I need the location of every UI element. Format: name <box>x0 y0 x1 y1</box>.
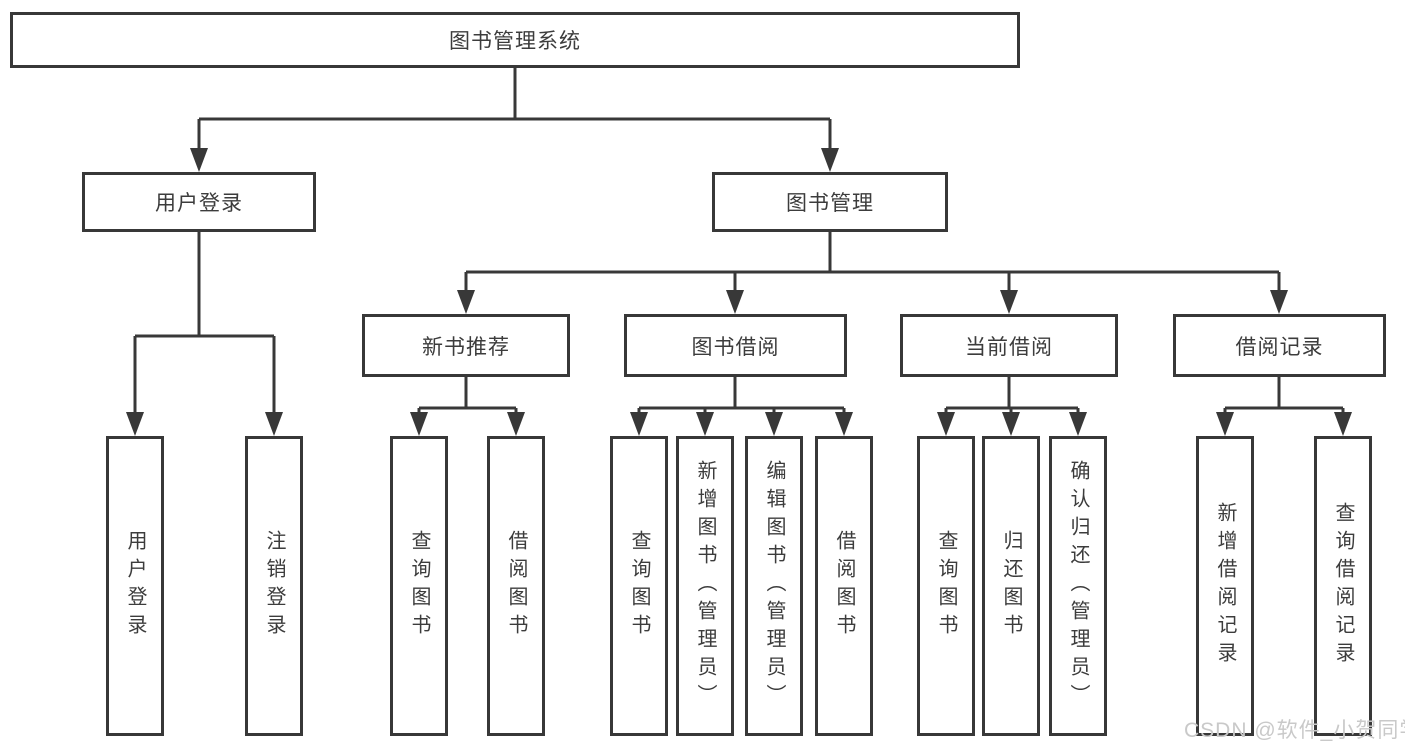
node-label: 借阅记录 <box>1235 335 1324 359</box>
leaf-user-login: 用户登录 <box>106 436 164 736</box>
leaf-query-books-borrow: 查询图书 <box>610 436 668 736</box>
leaf-label: 新增借阅记录 <box>1214 502 1236 670</box>
leaf-query-books-recommend: 查询图书 <box>390 436 448 736</box>
leaf-label: 借阅图书 <box>833 530 855 642</box>
node-book-borrow: 图书借阅 <box>624 314 847 377</box>
leaf-confirm-return-admin: 确认归还（管理员） <box>1049 436 1107 736</box>
leaf-label: 注销登录 <box>263 530 285 642</box>
node-book-management: 图书管理 <box>712 172 948 232</box>
leaf-label: 查询借阅记录 <box>1332 502 1354 670</box>
node-user-login: 用户登录 <box>82 172 316 232</box>
leaf-add-books-admin: 新增图书（管理员） <box>676 436 734 736</box>
node-borrow-records: 借阅记录 <box>1173 314 1386 377</box>
node-label: 用户登录 <box>155 192 243 215</box>
leaf-label: 编辑图书（管理员） <box>763 460 785 712</box>
leaf-label: 查询图书 <box>408 530 430 642</box>
leaf-label: 确认归还（管理员） <box>1067 460 1089 712</box>
leaf-label: 用户登录 <box>124 530 146 642</box>
node-label: 新书推荐 <box>422 335 510 359</box>
node-library-management-system: 图书管理系统 <box>10 12 1020 68</box>
leaf-borrow-books-recommend: 借阅图书 <box>487 436 545 736</box>
leaf-edit-books-admin: 编辑图书（管理员） <box>745 436 803 736</box>
leaf-query-borrow-record: 查询借阅记录 <box>1314 436 1372 736</box>
leaf-add-borrow-record: 新增借阅记录 <box>1196 436 1254 736</box>
node-label: 当前借阅 <box>965 335 1053 359</box>
leaf-label: 新增图书（管理员） <box>694 460 716 712</box>
leaf-logout: 注销登录 <box>245 436 303 736</box>
leaf-borrow-books: 借阅图书 <box>815 436 873 736</box>
leaf-query-books-current: 查询图书 <box>917 436 975 736</box>
node-label: 图书管理系统 <box>449 30 581 53</box>
leaf-label: 查询图书 <box>935 530 957 642</box>
node-label: 图书借阅 <box>691 335 780 359</box>
node-new-book-recommend: 新书推荐 <box>362 314 570 377</box>
leaf-return-books: 归还图书 <box>982 436 1040 736</box>
node-current-borrow: 当前借阅 <box>900 314 1118 377</box>
csdn-watermark: CSDN @软件_小贺同学 <box>1184 719 1405 742</box>
node-label: 图书管理 <box>786 192 874 215</box>
leaf-label: 归还图书 <box>1000 530 1022 642</box>
leaf-label: 查询图书 <box>628 530 650 642</box>
leaf-label: 借阅图书 <box>505 530 527 642</box>
